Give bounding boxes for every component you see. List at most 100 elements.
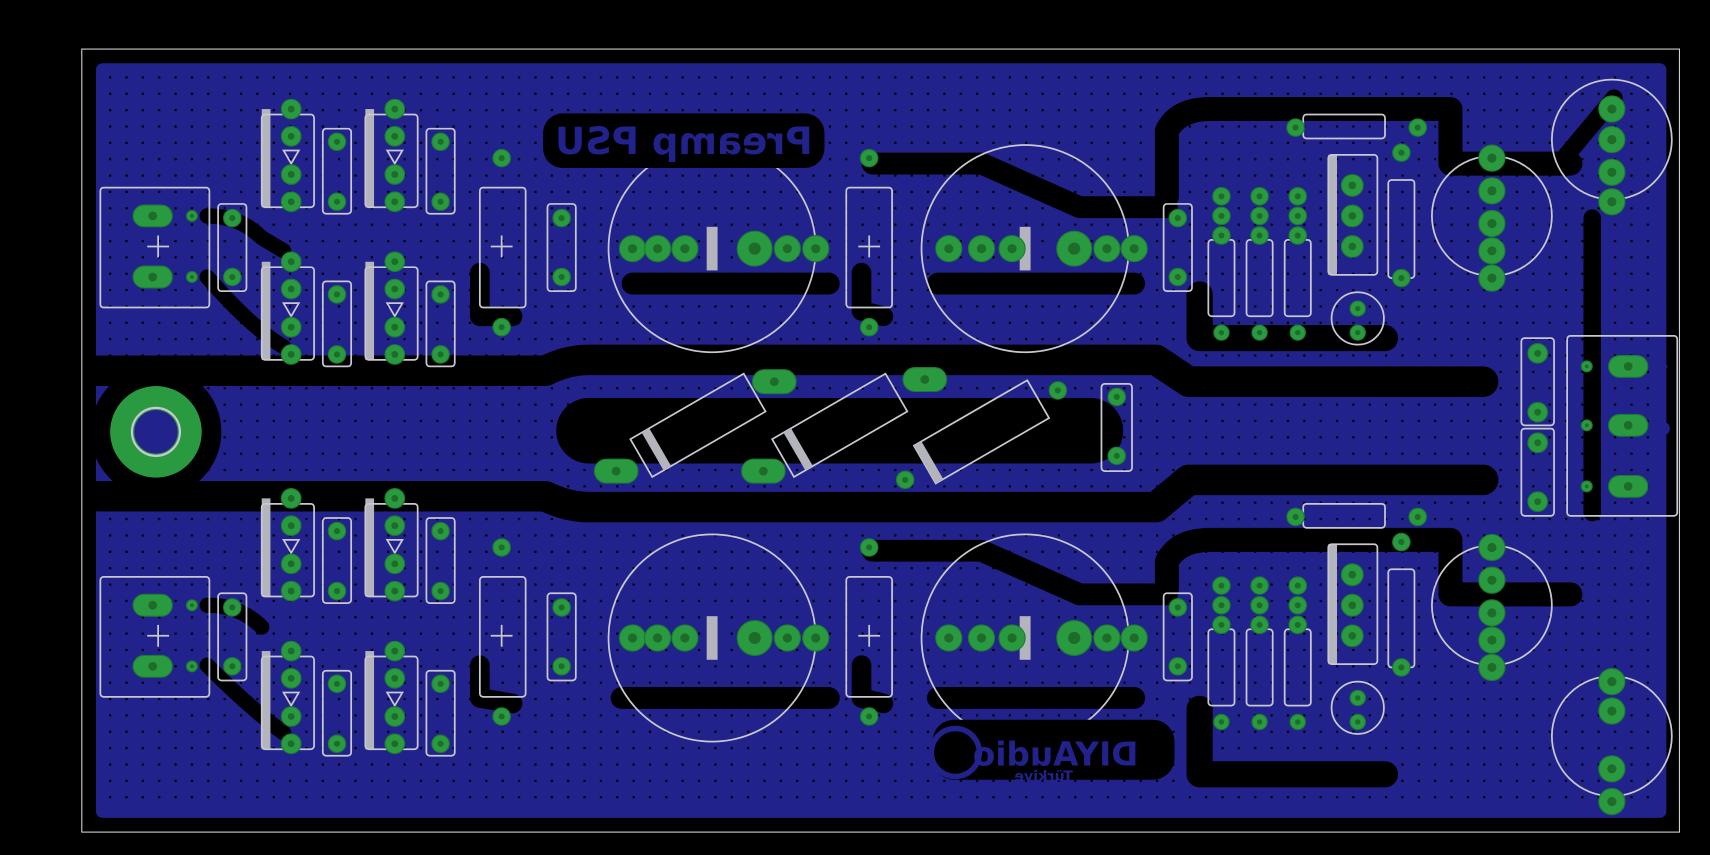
via-dot	[1417, 272, 1420, 275]
via-dot	[1041, 796, 1044, 799]
via-dot	[697, 730, 701, 733]
via-dot	[1139, 403, 1142, 406]
via-dot	[338, 109, 341, 112]
via-dot	[1532, 616, 1535, 619]
via-dot	[1499, 419, 1502, 423]
via-dot	[223, 796, 226, 799]
via-dot	[1057, 468, 1061, 472]
via-dot	[256, 550, 259, 553]
via-dot	[1368, 207, 1371, 210]
via-dot	[1303, 354, 1306, 357]
via-dot	[1139, 190, 1142, 194]
via-dot	[567, 697, 570, 701]
via-dot	[1466, 518, 1469, 521]
via-dot	[1450, 779, 1453, 782]
via-dot	[959, 796, 962, 799]
via-dot	[1041, 714, 1044, 717]
via-dot	[1646, 76, 1649, 79]
via-dot	[190, 550, 194, 553]
via-dot	[1041, 321, 1044, 324]
via-dot	[616, 616, 619, 619]
pad-drill	[229, 663, 236, 670]
via-dot	[567, 174, 570, 177]
pad-drill	[1256, 232, 1263, 239]
via-dot	[1172, 76, 1175, 79]
via-dot	[877, 76, 881, 79]
via-dot	[223, 76, 226, 79]
via-dot	[272, 763, 275, 766]
via-dot	[1270, 321, 1273, 324]
via-dot	[1286, 730, 1290, 733]
via-dot	[747, 665, 750, 668]
pad-drill	[437, 138, 444, 145]
via-dot	[501, 730, 504, 733]
via-dot	[910, 239, 913, 243]
via-dot	[943, 223, 946, 226]
via-dot	[1041, 632, 1044, 635]
via-dot	[468, 599, 472, 602]
via-dot	[976, 534, 979, 537]
via-dot	[1303, 76, 1306, 79]
via-dot	[436, 550, 439, 553]
via-dot	[1123, 223, 1126, 226]
via-dot	[1139, 681, 1142, 684]
via-dot	[1139, 714, 1142, 717]
via-dot	[1417, 452, 1420, 455]
via-dot	[1139, 174, 1142, 177]
via-dot	[1286, 207, 1290, 210]
via-dot	[1335, 796, 1339, 799]
via-dot	[1155, 681, 1159, 684]
via-dot	[1025, 305, 1028, 308]
via-dot	[305, 550, 308, 553]
via-dot	[681, 599, 684, 602]
via-dot	[452, 779, 455, 782]
via-dot	[599, 796, 602, 799]
via-dot	[1090, 125, 1093, 128]
via-dot	[828, 730, 832, 733]
via-dot	[1434, 501, 1437, 504]
via-dot	[812, 534, 815, 537]
via-dot	[730, 681, 733, 684]
via-dot	[468, 256, 472, 259]
via-dot	[697, 763, 701, 766]
via-dot	[468, 616, 472, 619]
via-dot	[534, 697, 537, 701]
via-dot	[1139, 109, 1142, 112]
via-dot	[1515, 403, 1519, 406]
via-dot	[239, 550, 243, 553]
via-dot	[714, 534, 717, 537]
via-dot	[926, 174, 930, 177]
via-dot	[1401, 207, 1404, 210]
via-dot	[125, 256, 128, 259]
via-dot	[1303, 747, 1306, 750]
via-dot	[338, 223, 341, 226]
via-dot	[877, 583, 881, 586]
via-dot	[1548, 305, 1551, 308]
via-dot	[1499, 76, 1502, 79]
via-dot	[730, 599, 733, 602]
via-dot	[534, 632, 537, 635]
via-dot	[1499, 763, 1502, 766]
via-dot	[190, 616, 194, 619]
via-dot	[501, 403, 504, 406]
via-dot	[239, 714, 243, 717]
via-dot	[1548, 436, 1551, 439]
via-dot	[714, 92, 717, 95]
via-dot	[1532, 567, 1535, 570]
via-dot	[1025, 92, 1028, 95]
pad-drill	[391, 740, 399, 748]
via-dot	[419, 796, 423, 799]
via-dot	[697, 796, 701, 799]
via-dot	[1548, 223, 1551, 226]
via-dot	[1237, 403, 1240, 406]
snubber-capacitor	[321, 127, 353, 215]
via-dot	[256, 567, 259, 570]
via-dot	[1286, 747, 1290, 750]
via-dot	[763, 223, 766, 226]
via-dot	[1303, 730, 1306, 733]
via-dot	[272, 697, 275, 701]
pad-drill	[287, 494, 295, 502]
via-dot	[1434, 697, 1437, 701]
via-dot	[109, 730, 112, 733]
via-dot	[1515, 616, 1519, 619]
